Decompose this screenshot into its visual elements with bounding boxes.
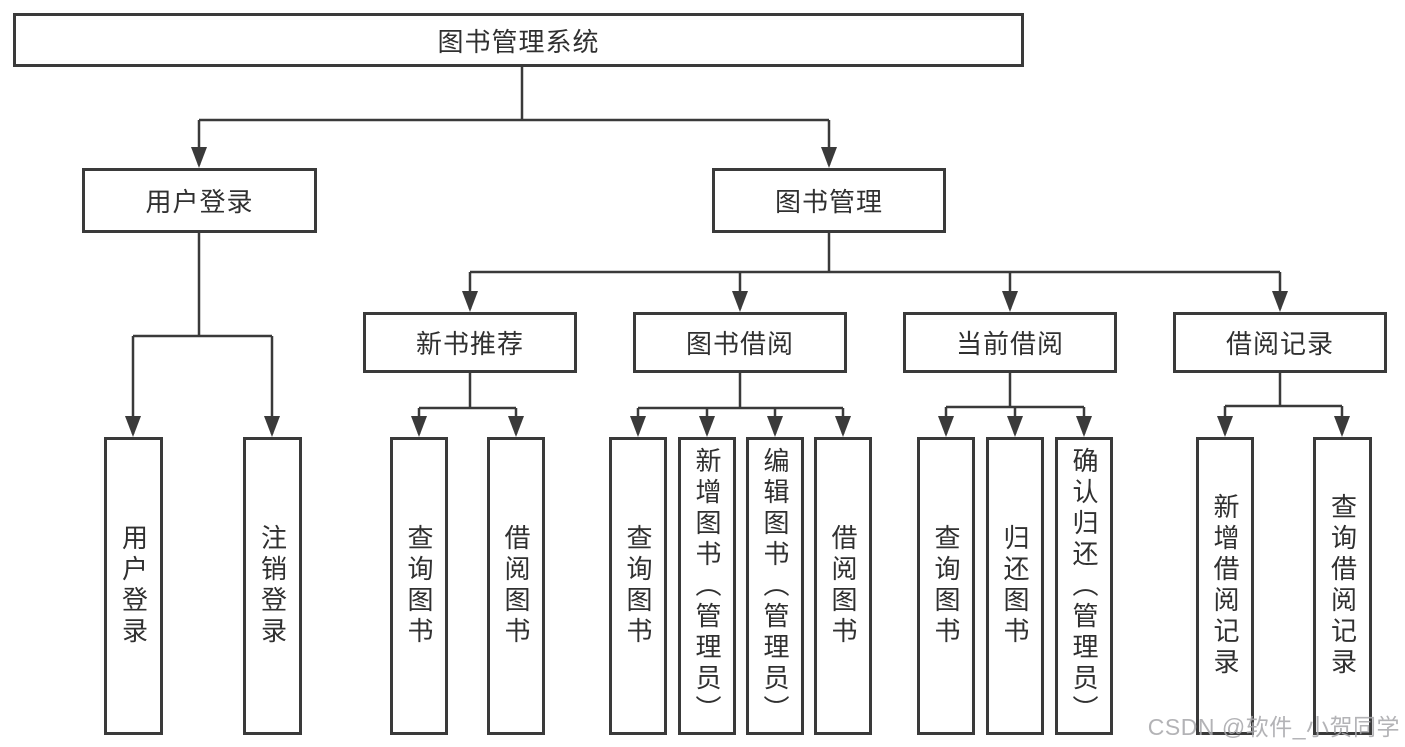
root-node-library-system: 图书管理系统 — [13, 13, 1024, 67]
category-new-book-recommend: 新书推荐 — [363, 312, 577, 373]
leaf-borrow-books-recommend: 借阅图书 — [487, 437, 545, 735]
watermark: CSDN @软件_小贺同学 — [1147, 714, 1400, 740]
leaf-user-login: 用户登录 — [104, 437, 163, 735]
category-current-borrow: 当前借阅 — [903, 312, 1117, 373]
leaf-query-borrow-record: 查询借阅记录 — [1313, 437, 1372, 735]
leaf-query-books-recommend: 查询图书 — [390, 437, 448, 735]
leaf-edit-books-admin: 编辑图书（管理员） — [746, 437, 804, 735]
leaf-add-books-admin: 新增图书（管理员） — [678, 437, 736, 735]
leaf-add-borrow-record: 新增借阅记录 — [1196, 437, 1254, 735]
leaf-query-books-current: 查询图书 — [917, 437, 975, 735]
leaf-query-books-borrow: 查询图书 — [609, 437, 667, 735]
category-borrow-records: 借阅记录 — [1173, 312, 1387, 373]
category-book-borrow: 图书借阅 — [633, 312, 847, 373]
leaf-logout: 注销登录 — [243, 437, 302, 735]
branch-book-management: 图书管理 — [712, 168, 946, 233]
leaf-confirm-return-admin: 确认归还（管理员） — [1055, 437, 1113, 735]
leaf-borrow-books: 借阅图书 — [814, 437, 872, 735]
branch-user-login: 用户登录 — [82, 168, 317, 233]
leaf-return-books: 归还图书 — [986, 437, 1044, 735]
